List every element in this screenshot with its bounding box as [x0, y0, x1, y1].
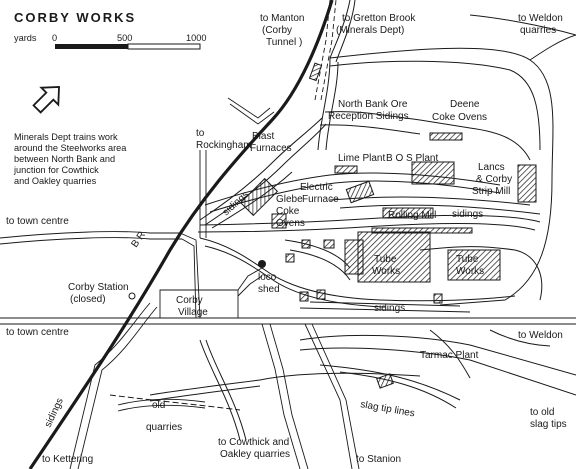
- tube-works-2-building: [447, 249, 501, 281]
- svg-text:Reception Sidings: Reception Sidings: [328, 111, 409, 122]
- svg-text:shed: shed: [258, 284, 280, 295]
- svg-text:junction for Cowthick: junction for Cowthick: [13, 165, 99, 175]
- svg-text:between North Bank and: between North Bank and: [14, 154, 115, 164]
- label-quarries: quarries: [146, 422, 182, 433]
- svg-text:Strip Mill: Strip Mill: [472, 186, 510, 197]
- label-tube-works-1: Tube: [374, 254, 397, 265]
- svg-text:(Corby: (Corby: [262, 25, 292, 36]
- label-tube-works-2: Tube: [456, 254, 479, 265]
- deene-coke-ovens-building: [429, 132, 463, 141]
- svg-text:Works: Works: [372, 266, 400, 277]
- scale-unit: yards: [14, 33, 37, 43]
- label-sidings-rail: sidings: [43, 396, 66, 429]
- label-to-manton: to Manton: [260, 13, 304, 24]
- svg-text:quarries: quarries: [520, 25, 556, 36]
- scale-bar: yards 0 500 1000: [14, 33, 206, 50]
- label-to-rockingham: to: [196, 128, 205, 139]
- svg-text:Furnaces: Furnaces: [250, 143, 292, 154]
- scale-tick-1000: 1000: [186, 33, 206, 43]
- north-arrow-icon: [32, 86, 60, 114]
- label-to-cowthick: to Cowthick and: [218, 437, 289, 448]
- label-tarmac-plant: Tarmac Plant: [420, 350, 479, 361]
- tarmac-plant-building: [376, 373, 394, 389]
- operations-note: Minerals Dept trains work around the Ste…: [13, 132, 127, 186]
- label-to-town-centre-2: to town centre: [6, 327, 69, 338]
- svg-text:Ovens: Ovens: [276, 218, 305, 229]
- svg-text:Rockingham: Rockingham: [196, 140, 252, 151]
- label-glebe-coke-ovens: Glebe: [276, 194, 303, 205]
- svg-text:(Minerals Dept): (Minerals Dept): [336, 25, 404, 36]
- corby-station-marker: [128, 292, 136, 300]
- label-corby-village: Corby: [176, 295, 203, 306]
- loco-shed-marker: [258, 260, 266, 268]
- svg-text:Village: Village: [178, 307, 208, 318]
- label-sidings-right: sidings: [452, 209, 483, 220]
- label-deene: Deene: [450, 99, 480, 110]
- svg-text:Minerals Dept trains work: Minerals Dept trains work: [14, 132, 118, 142]
- svg-text:& Corby: & Corby: [476, 174, 512, 185]
- label-rolling-mill: Rolling Mill: [388, 210, 436, 221]
- label-to-old-slag-tips: to old: [530, 407, 554, 418]
- svg-text:Oakley quarries: Oakley quarries: [220, 449, 290, 460]
- label-to-stanion: to Stanion: [356, 454, 401, 465]
- label-to-weldon: to Weldon: [518, 330, 563, 341]
- label-old: old: [152, 400, 165, 411]
- label-blast-furnaces: Blast: [252, 131, 274, 142]
- label-lime-plant: Lime Plant: [338, 153, 385, 164]
- blast-furnaces-building: [239, 177, 279, 217]
- label-strip-mill: Lancs: [478, 162, 505, 173]
- label-to-town-centre-1: to town centre: [6, 216, 69, 227]
- svg-text:Furnace: Furnace: [302, 194, 339, 205]
- map-labels: to Manton (Corby Tunnel ) to Gretton Bro…: [6, 13, 567, 465]
- rolling-mill-building: [382, 207, 434, 219]
- strip-mill-building: [517, 164, 537, 203]
- electric-furnace-building: [345, 180, 375, 204]
- svg-text:Coke Ovens: Coke Ovens: [432, 112, 487, 123]
- works-buildings: [128, 62, 537, 389]
- label-sidings-bottom: sidings: [374, 303, 405, 314]
- svg-text:(closed): (closed): [70, 294, 106, 305]
- label-north-bank: North Bank Ore: [338, 99, 408, 110]
- svg-text:around the Steelworks area: around the Steelworks area: [14, 143, 127, 153]
- br-main-line: [28, 0, 334, 469]
- works-tracks: [109, 0, 576, 441]
- label-slag-tip-lines: slag tip lines: [359, 399, 415, 419]
- svg-text:Tunnel ): Tunnel ): [266, 37, 302, 48]
- label-to-weldon-quarries: to Weldon: [518, 13, 563, 24]
- scale-tick-500: 500: [117, 33, 132, 43]
- map-title: CORBY WORKS: [14, 10, 136, 25]
- label-corby-station: Corby Station: [68, 282, 129, 293]
- svg-text:and Oakley quarries: and Oakley quarries: [14, 176, 97, 186]
- label-bos-plant: B O S Plant: [386, 153, 438, 164]
- svg-text:slag tips: slag tips: [530, 419, 567, 430]
- lime-plant-building: [334, 165, 358, 174]
- label-electric-furnace: Electric: [300, 182, 333, 193]
- label-loco-shed: loco: [258, 272, 277, 283]
- svg-text:Works: Works: [456, 266, 484, 277]
- label-to-gretton: to Gretton Brook: [342, 13, 416, 24]
- scale-tick-0: 0: [52, 33, 57, 43]
- tube-works-1-building: [357, 231, 431, 283]
- bos-plant-building: [411, 161, 455, 185]
- glebe-coke-ovens-building: [271, 213, 287, 229]
- label-to-kettering: to Kettering: [42, 454, 93, 465]
- svg-text:Coke: Coke: [276, 206, 300, 217]
